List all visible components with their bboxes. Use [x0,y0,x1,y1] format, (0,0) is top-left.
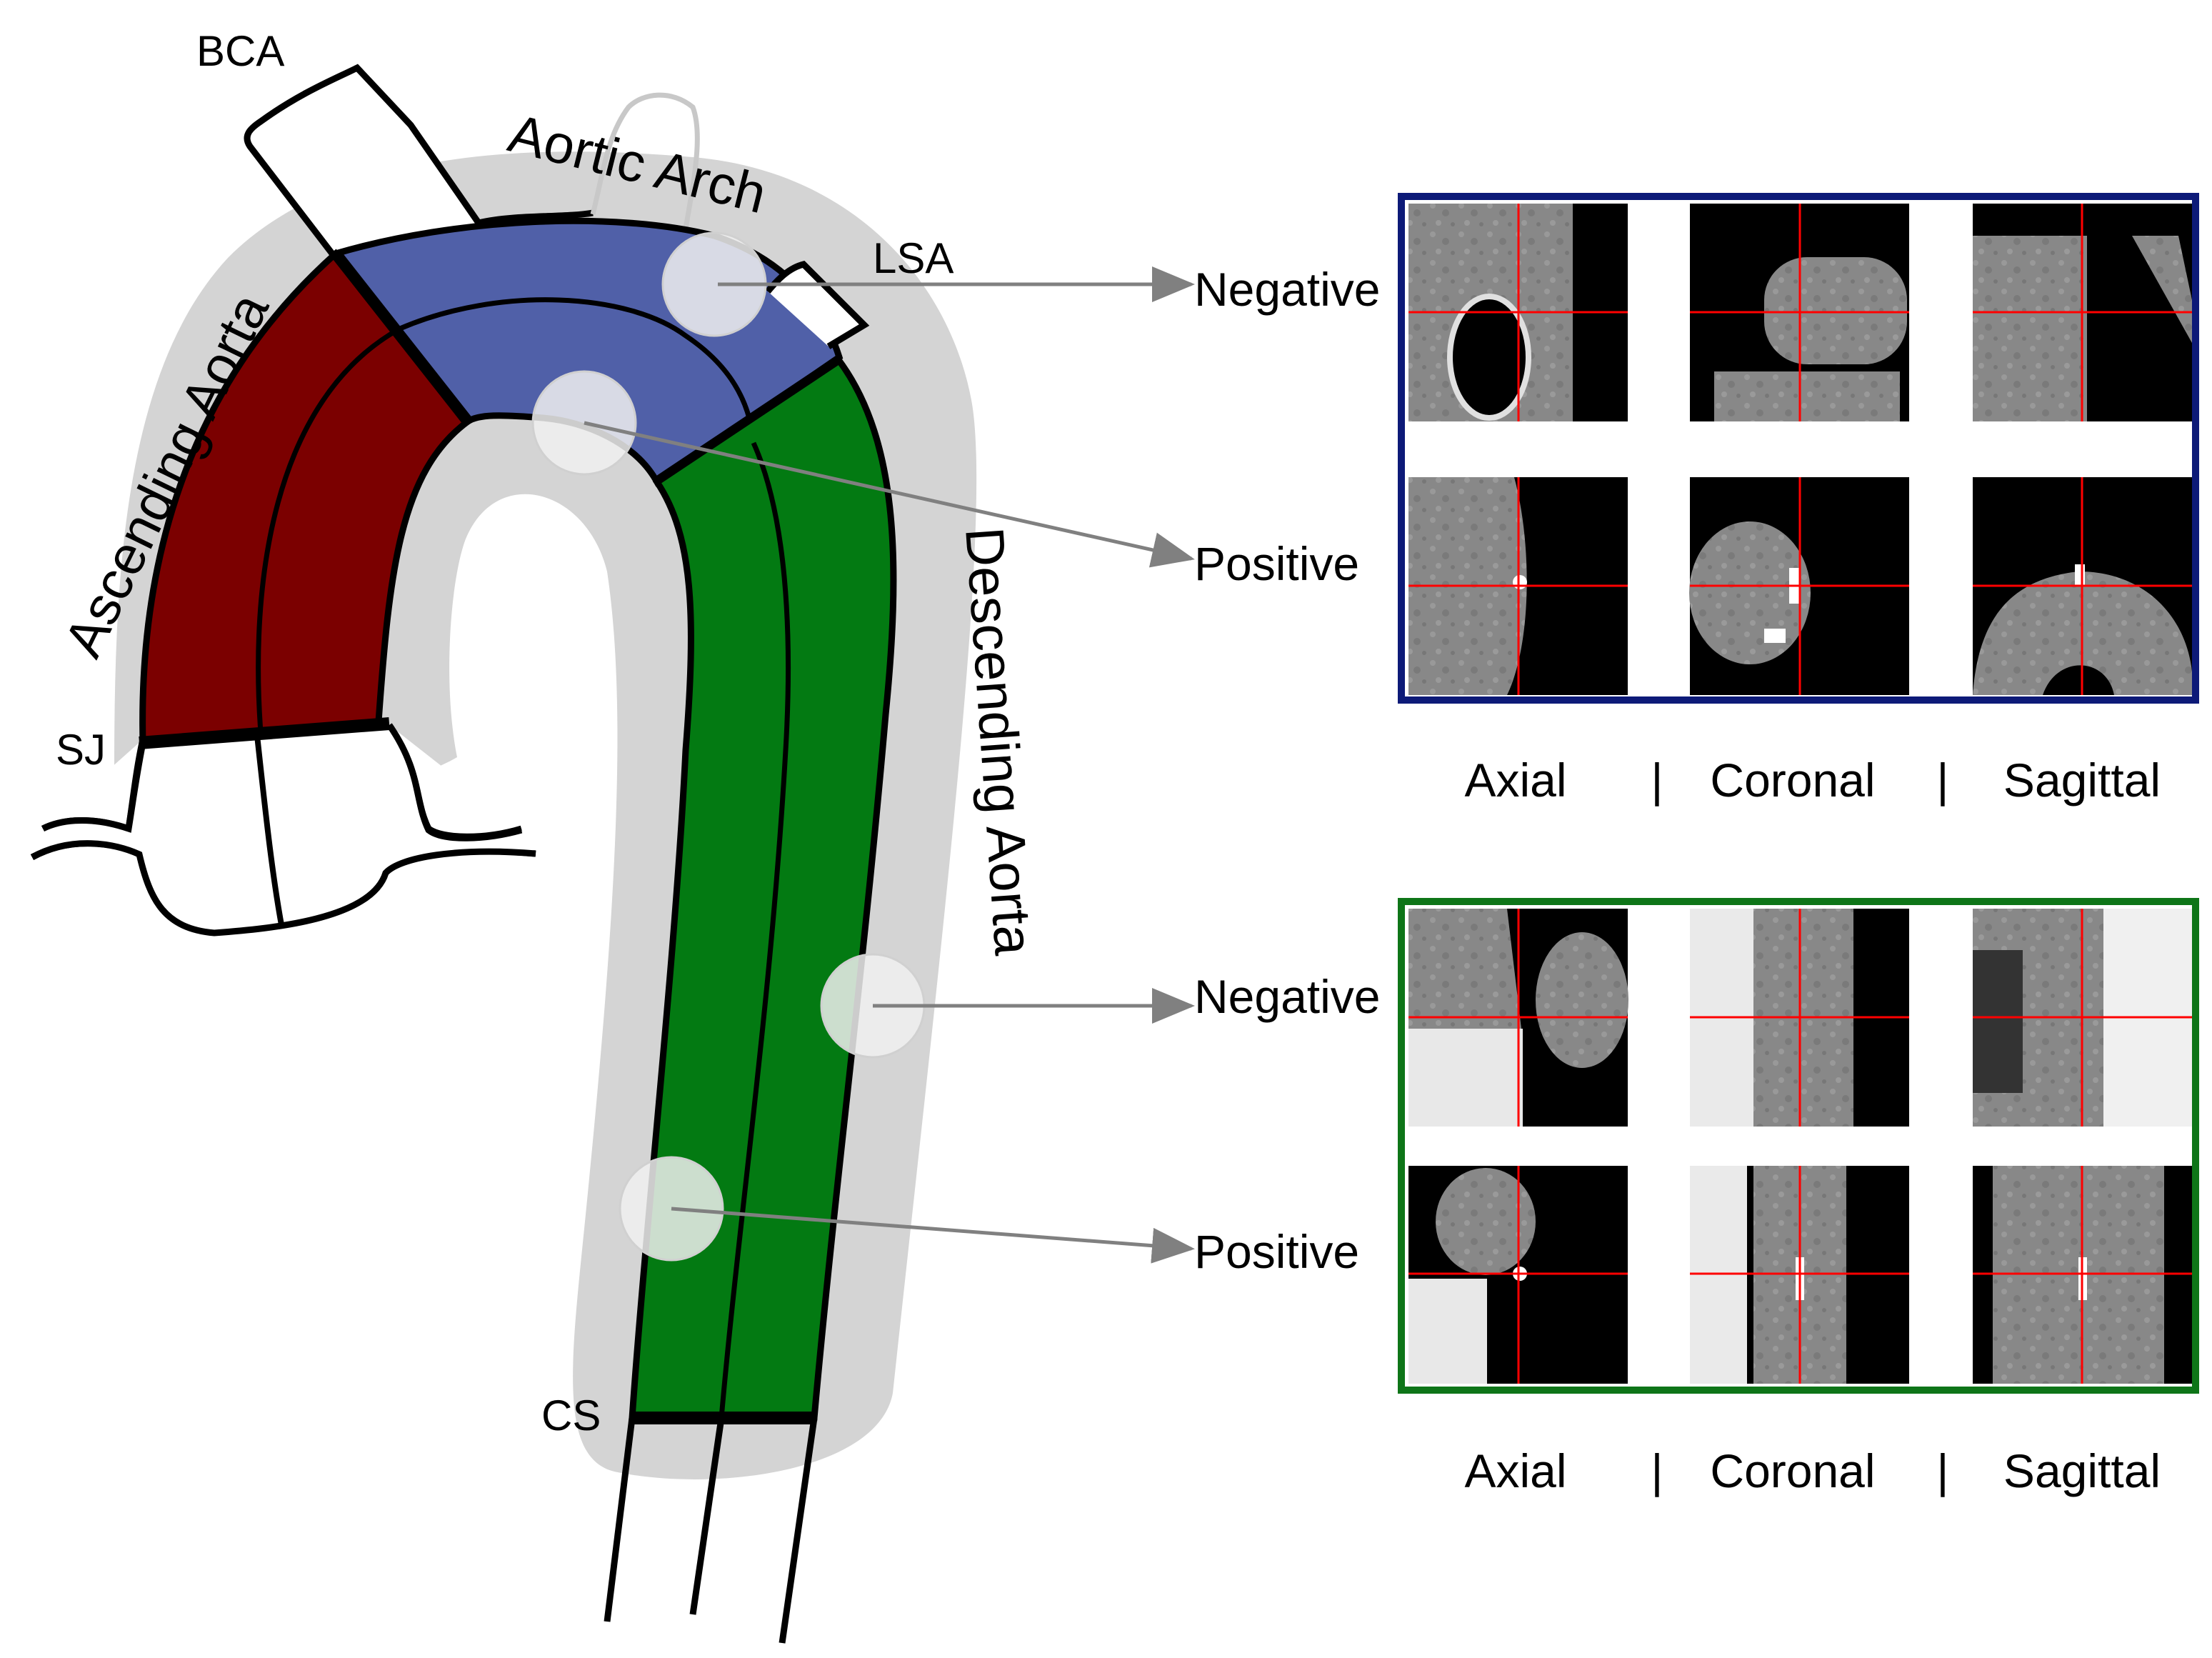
ascending-aorta-segment [139,249,473,746]
arch-coronal-label: Coronal [1710,754,1875,806]
desc-tail-left [604,1417,636,1622]
arrow-desc-positive [671,1207,1195,1264]
bca-label: BCA [196,27,284,75]
desc-divider-2: | [1936,1444,1948,1497]
descending-midline [719,441,791,1419]
desc-tail-mid [689,1417,725,1615]
aortic-root-fill [32,727,536,933]
bca-branch [244,64,481,256]
panel-descending: Negative Positive Axial | Coronal | Sagi… [1194,898,2199,1497]
desc-tail-right [779,1417,818,1644]
desc-coronal-label: Coronal [1710,1444,1875,1497]
root-outline-left [41,742,146,833]
arch-axial-label: Axial [1464,754,1566,806]
root-outline-right [386,723,523,842]
crosshairs-arch [1408,204,2192,695]
arch-divider-1: | [1651,754,1663,806]
desc-positive-label: Positive [1194,1225,1359,1278]
arrow-arch-positive [584,421,1195,568]
desc-divider-1: | [1651,1444,1663,1497]
ascending-midline [256,326,401,733]
desc-sagittal-label: Sagittal [2003,1444,2161,1497]
root-midline [254,735,285,929]
cs-label: CS [541,1392,601,1439]
sj-label: SJ [56,726,106,774]
arch-midline [399,297,756,444]
arch-positive-label: Positive [1194,537,1359,590]
asc-arch-boundary [331,250,473,425]
lsa-label: LSA [873,234,954,282]
desc-negative-label: Negative [1194,970,1381,1023]
arch-negative-label: Negative [1194,263,1381,316]
crosshairs-descending [1408,909,2192,1384]
descending-aorta-segment [629,356,897,1422]
arch-sagittal-label: Sagittal [2003,754,2161,806]
lcca-branch [590,92,700,229]
panel-arch: Negative Positive Axial | Coronal | Sagi… [1194,193,2199,806]
bca-branch-base [477,209,594,226]
root-outline-bottom [30,840,536,937]
sj-boundary [139,717,390,749]
aorta-diagram: BCA Aortic Arch LSA Ascending Aorta Desc… [30,27,1195,1644]
arch-divider-2: | [1936,754,1948,806]
desc-axial-label: Axial [1464,1444,1566,1497]
descending-aorta-label: Descending Aorta [954,525,1044,957]
